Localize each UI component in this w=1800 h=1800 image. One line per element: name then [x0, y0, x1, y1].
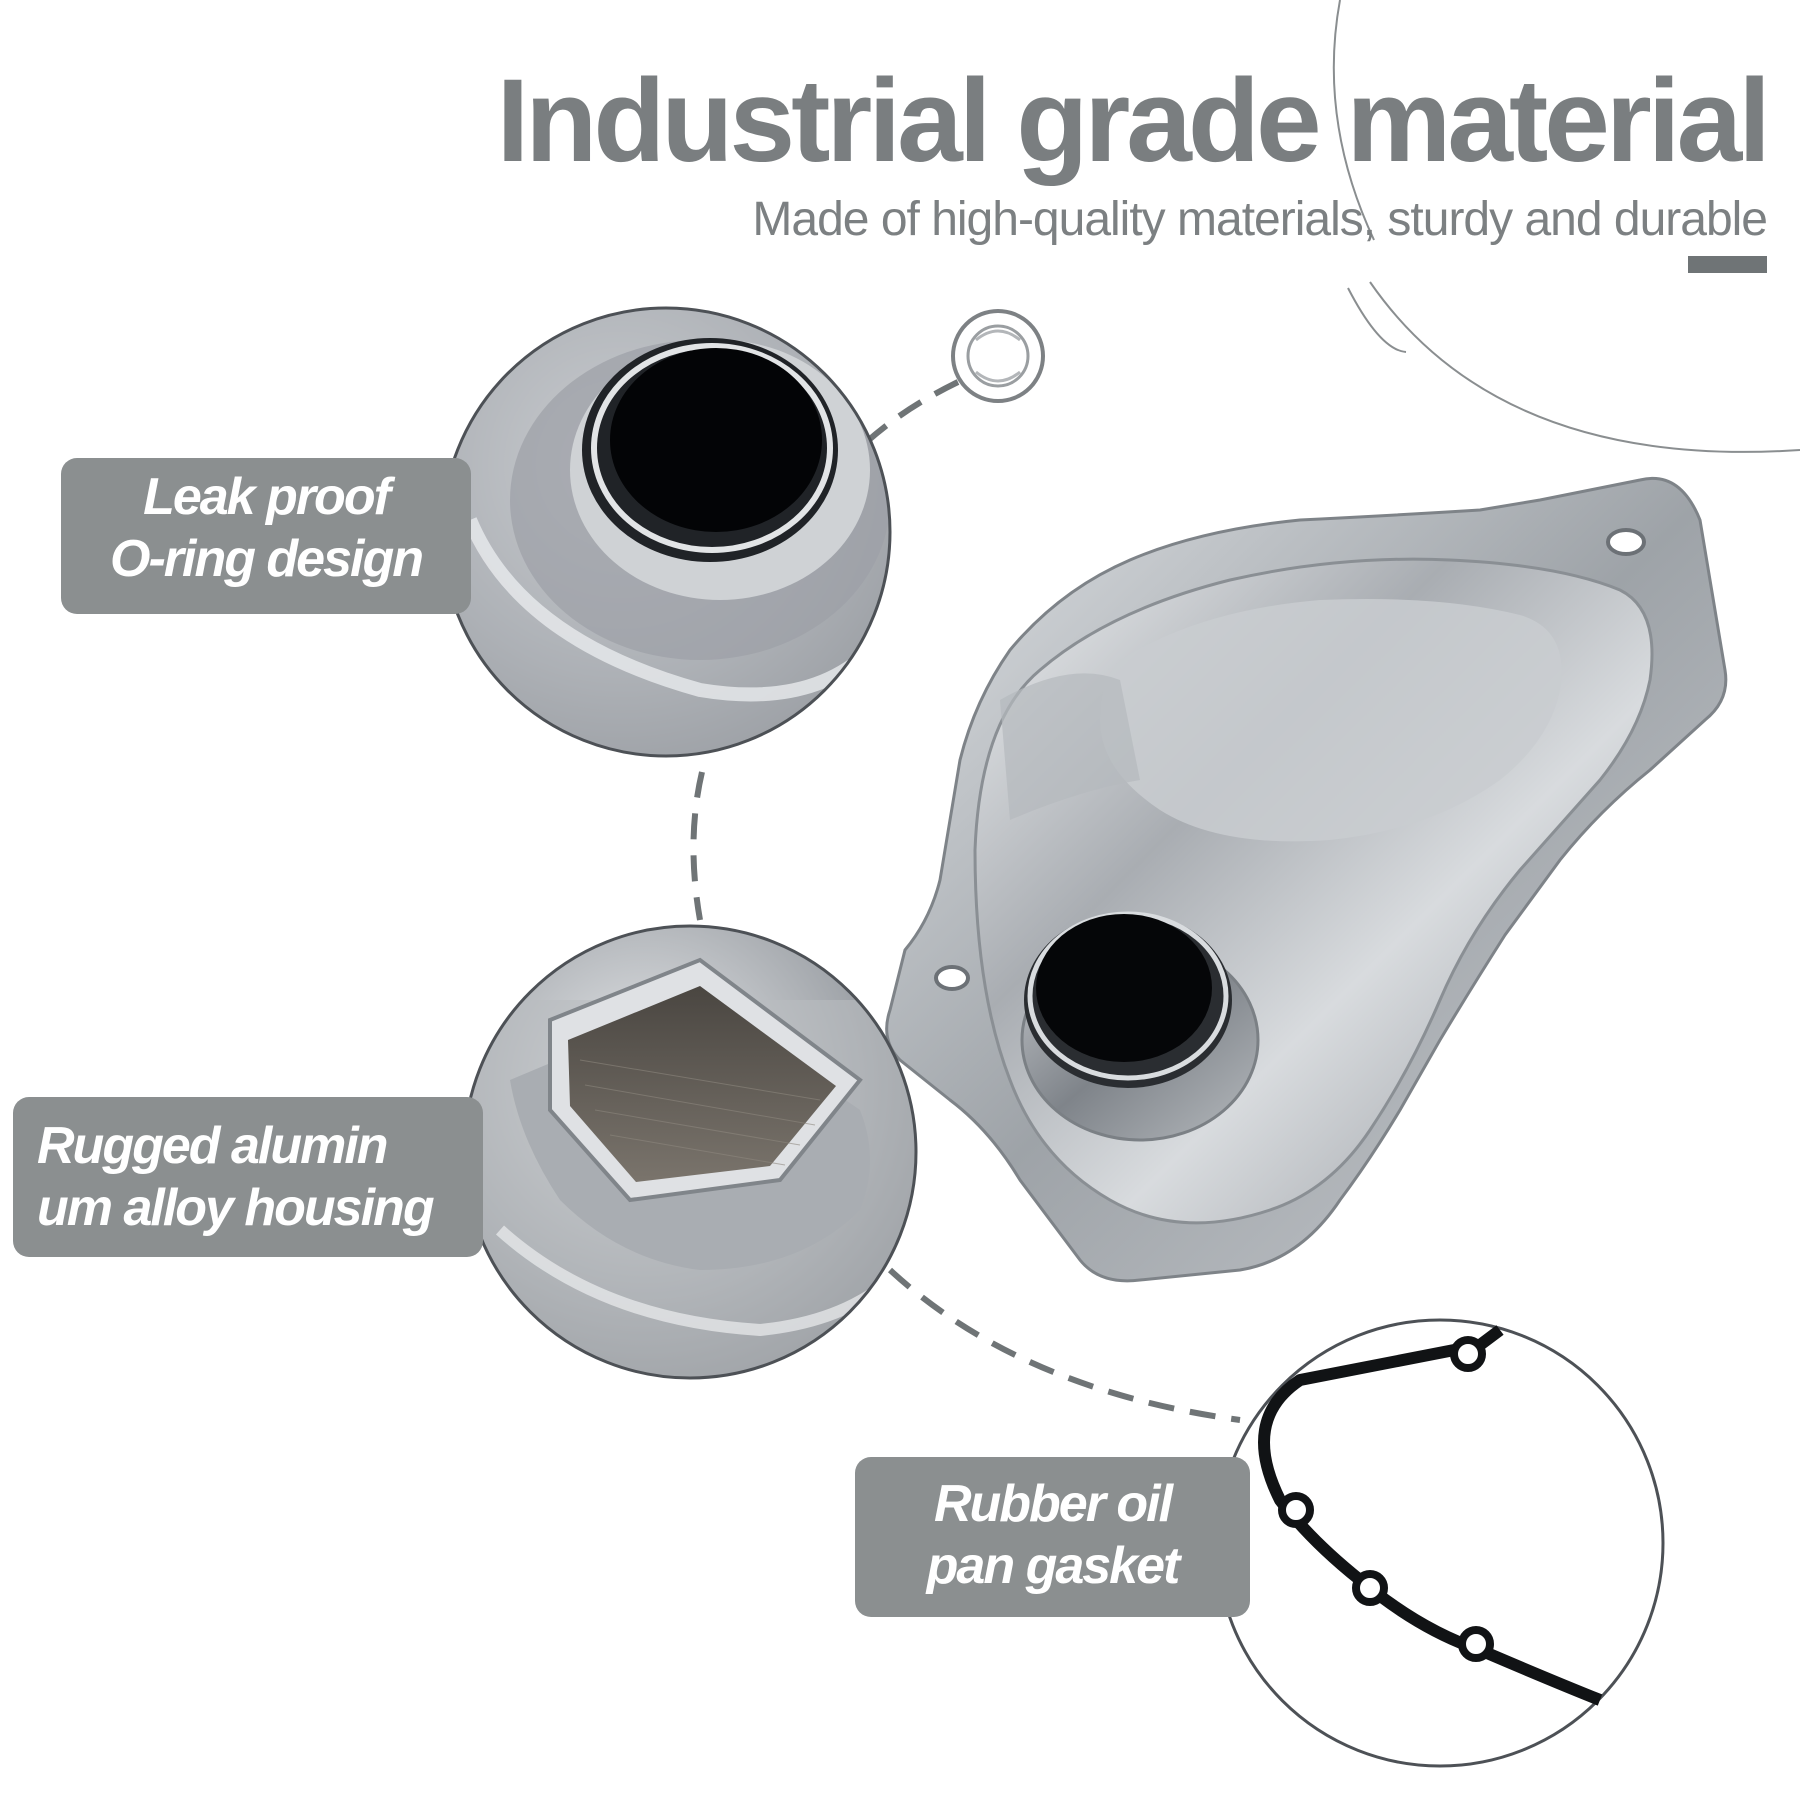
- feature-line-1: Leak proof: [143, 468, 391, 526]
- feature-tag-o-ring: Leak proof O-ring design: [61, 458, 471, 614]
- page-subtitle: Made of high-quality materials, sturdy a…: [752, 193, 1768, 246]
- decorative-arcs: [1332, 0, 1800, 453]
- feature-line-2: O-ring design: [110, 530, 424, 588]
- feature-line-1: Rugged alumin: [37, 1117, 389, 1175]
- closeup-o-ring: [440, 306, 892, 758]
- closeup-gasket: [1215, 1318, 1665, 1768]
- transmission-filter-main: [885, 476, 1728, 1283]
- feature-line-2: pan gasket: [926, 1537, 1181, 1595]
- feature-tag-housing: Rugged alumin um alloy housing: [13, 1097, 483, 1257]
- accent-bar: [1688, 256, 1767, 273]
- feature-line-1: Rubber oil: [933, 1475, 1173, 1533]
- zoom-badge-icon: [951, 309, 1045, 403]
- feature-tag-gasket: Rubber oil pan gasket: [855, 1457, 1250, 1617]
- closeup-intake: [462, 924, 918, 1380]
- feature-line-2: um alloy housing: [37, 1179, 435, 1237]
- page-title: Industrial grade material: [496, 55, 1771, 187]
